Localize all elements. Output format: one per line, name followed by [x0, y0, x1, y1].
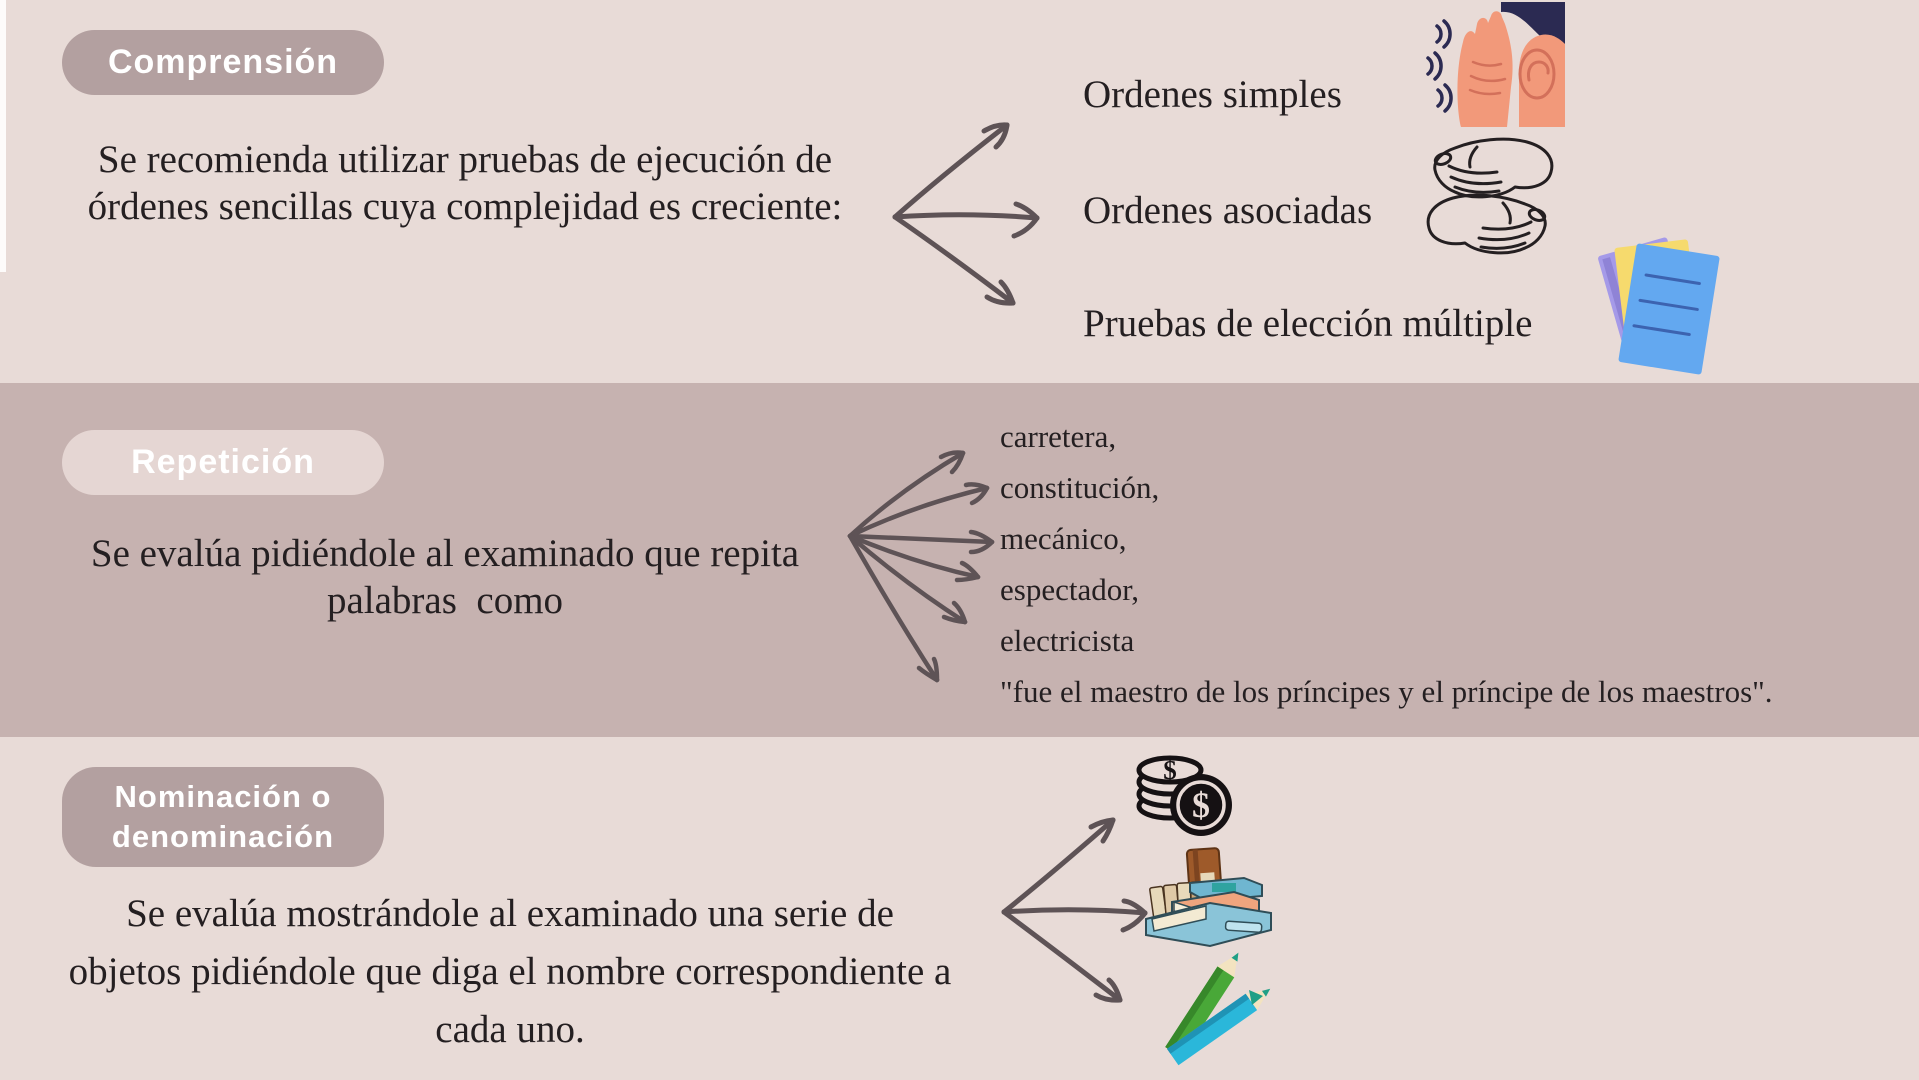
coin-stack-icon: $ $: [1136, 755, 1232, 836]
repeticion-body-line-1: Se evalúa pidiéndole al examinado que re…: [90, 532, 800, 575]
repeticion-word-list: carretera, constitución, mecánico, espec…: [1000, 411, 1159, 666]
item-ordenes-simples: Ordenes simples: [1083, 73, 1342, 116]
pill-comprension-label: Comprensión: [107, 43, 339, 81]
item-ordenes-asociadas: Ordenes asociadas: [1083, 189, 1373, 232]
word-constitucion: constitución,: [1000, 470, 1160, 505]
repeticion-quote: "fue el maestro de los príncipes y el pr…: [1000, 674, 1773, 709]
pill-nominacion-line-1: Nominación o: [114, 779, 332, 814]
gesturing-hands-icon: [1426, 137, 1554, 255]
nominacion-body-line-1: Se evalúa mostrándole al examinado una s…: [126, 892, 894, 935]
listening-ear-icon: [1426, 2, 1565, 127]
word-mecanico: mecánico,: [1000, 521, 1127, 556]
comprension-branch-arrows: [892, 122, 1040, 306]
nominacion-body-text: Se evalúa mostrándole al examinado una s…: [0, 885, 1020, 1059]
repeticion-body-line-2: palabras como: [326, 579, 564, 622]
svg-text:$: $: [1192, 785, 1210, 825]
stacked-documents-icon: [1598, 237, 1720, 375]
pill-comprension: Comprensión: [62, 30, 384, 95]
repeticion-body-text: Se evalúa pidiéndole al examinado que re…: [0, 530, 890, 624]
item-pruebas-eleccion-multiple: Pruebas de elección múltiple: [1083, 302, 1533, 345]
comprension-body-line-1: Se recomienda utilizar pruebas de ejecuc…: [97, 138, 833, 181]
word-electricista: electricista: [1000, 623, 1135, 658]
pill-nominacion: Nominación o denominación: [62, 767, 384, 867]
pill-nominacion-line-2: denominación: [111, 819, 335, 854]
pill-repeticion-label: Repetición: [131, 443, 315, 481]
word-carretera: carretera,: [1000, 419, 1117, 454]
nominacion-body-line-2: objetos pidiéndole que diga el nombre co…: [68, 950, 952, 993]
comprension-body-line-2: órdenes sencillas cuya complejidad es cr…: [87, 185, 843, 228]
colored-pencils-icon: [1165, 952, 1271, 1066]
page-edge-strip: [0, 0, 6, 272]
comprension-body-text: Se recomienda utilizar pruebas de ejecuc…: [0, 136, 930, 230]
pill-repeticion: Repetición: [62, 430, 384, 495]
word-espectador: espectador,: [1000, 572, 1140, 607]
repeticion-fan-arrows: [847, 450, 995, 683]
svg-text:$: $: [1163, 755, 1177, 785]
book-stack-icon: [1145, 847, 1272, 948]
nominacion-body-line-3: cada uno.: [435, 1008, 585, 1051]
nominacion-branch-arrows: [1001, 817, 1148, 1003]
